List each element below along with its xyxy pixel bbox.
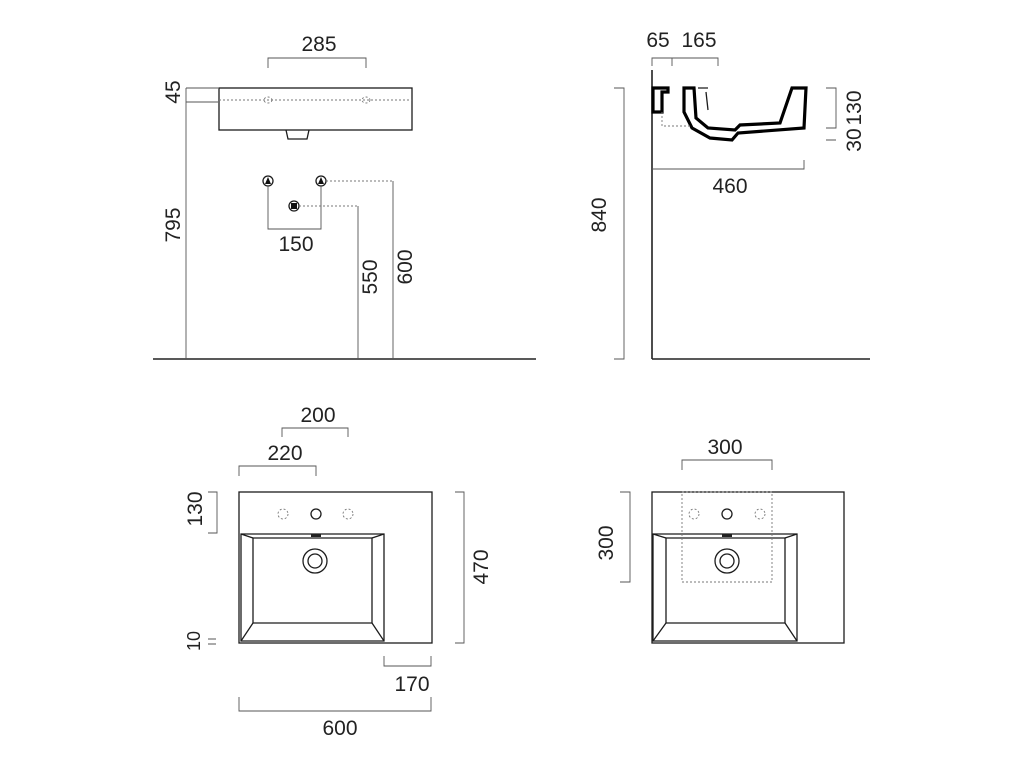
mounting-hidden-line (661, 112, 690, 127)
drain-outer-ring (714, 548, 740, 574)
dim-150-label: 150 (278, 233, 313, 256)
side-view: 65 165 130 30 460 840 (588, 29, 870, 360)
bowl-inner-outline (665, 537, 786, 624)
dim-130-label: 130 (184, 491, 207, 526)
dim-130-label: 130 (843, 90, 866, 125)
overflow-slot (311, 534, 321, 537)
dim-300-width-label: 300 (707, 436, 742, 459)
dim-200-label: 200 (300, 404, 335, 427)
dim-10-line (208, 638, 216, 645)
dim-130-line (208, 491, 218, 534)
dim-30-label: 30 (843, 128, 866, 151)
faucet-hole-center (721, 508, 733, 520)
dim-165-label: 165 (681, 29, 716, 52)
dim-220-line (238, 465, 317, 476)
dim-45-line (186, 87, 218, 103)
drain-inner-ring (307, 553, 323, 569)
top-view-left: 200 220 130 10 470 170 600 (184, 404, 493, 740)
basin-front-outline (218, 87, 413, 131)
cold-supply-icon (315, 175, 327, 187)
hot-supply-icon (262, 175, 274, 187)
dim-285-line (267, 57, 367, 68)
faucet-hole-left (263, 96, 273, 104)
drain-inner-ring (719, 553, 735, 569)
faucet-hole-left-optional (277, 508, 289, 520)
dim-170-label: 170 (394, 673, 429, 696)
dim-470-line (455, 491, 465, 644)
basin-top-outline (238, 491, 433, 644)
dim-10-label: 10 (184, 631, 204, 651)
dim-45-label: 45 (162, 80, 185, 103)
dim-840-line (614, 87, 625, 360)
dim-460-label: 460 (712, 175, 747, 198)
bowl-outer-outline (652, 533, 798, 642)
cutout-hidden-outline (681, 491, 773, 583)
basin-back-section (651, 86, 670, 114)
dim-220-label: 220 (267, 442, 302, 465)
dim-300-width-line (681, 459, 773, 470)
bowl-outer-outline (240, 533, 385, 642)
faucet-hole-center (310, 508, 322, 520)
faucet-hole-right-optional (342, 508, 354, 520)
bowl-bevel-lines (240, 533, 385, 642)
dim-200-line (281, 427, 349, 437)
dim-65-label: 65 (646, 29, 669, 52)
dim-795-label: 795 (162, 207, 185, 242)
dim-285-label: 285 (301, 33, 336, 56)
basin-bowl-section (682, 86, 808, 142)
faucet-hole-right (361, 96, 371, 104)
drain-trap-outline (285, 129, 310, 140)
dim-600-label: 600 (394, 249, 417, 284)
dim-470-label: 470 (470, 549, 493, 584)
drain-outlet-icon (288, 200, 300, 212)
dim-65-165-line (651, 57, 719, 66)
basin-top-outline (651, 491, 845, 644)
dim-170-line (383, 656, 432, 667)
dim-300-depth-label: 300 (595, 525, 618, 560)
faucet-hole-right-optional (754, 508, 766, 520)
overflow-slot (722, 534, 732, 537)
drain-outer-ring (302, 548, 328, 574)
top-view-right: 300 300 (595, 436, 845, 644)
dim-840-label: 840 (588, 197, 611, 232)
bowl-bevel-lines (652, 533, 798, 642)
dim-600-label: 600 (322, 717, 357, 740)
dim-460-line (652, 160, 805, 170)
front-view: 285 45 795 150 550 600 (153, 33, 536, 360)
faucet-hole-left-optional (688, 508, 700, 520)
dim-600-line (238, 697, 432, 712)
faucet-hole-section (698, 87, 709, 111)
dim-130-30-line (826, 87, 837, 141)
dim-550-label: 550 (359, 259, 382, 294)
dim-300-depth-line (620, 491, 631, 583)
bowl-inner-outline (252, 537, 373, 624)
dim-150-line (267, 186, 322, 230)
